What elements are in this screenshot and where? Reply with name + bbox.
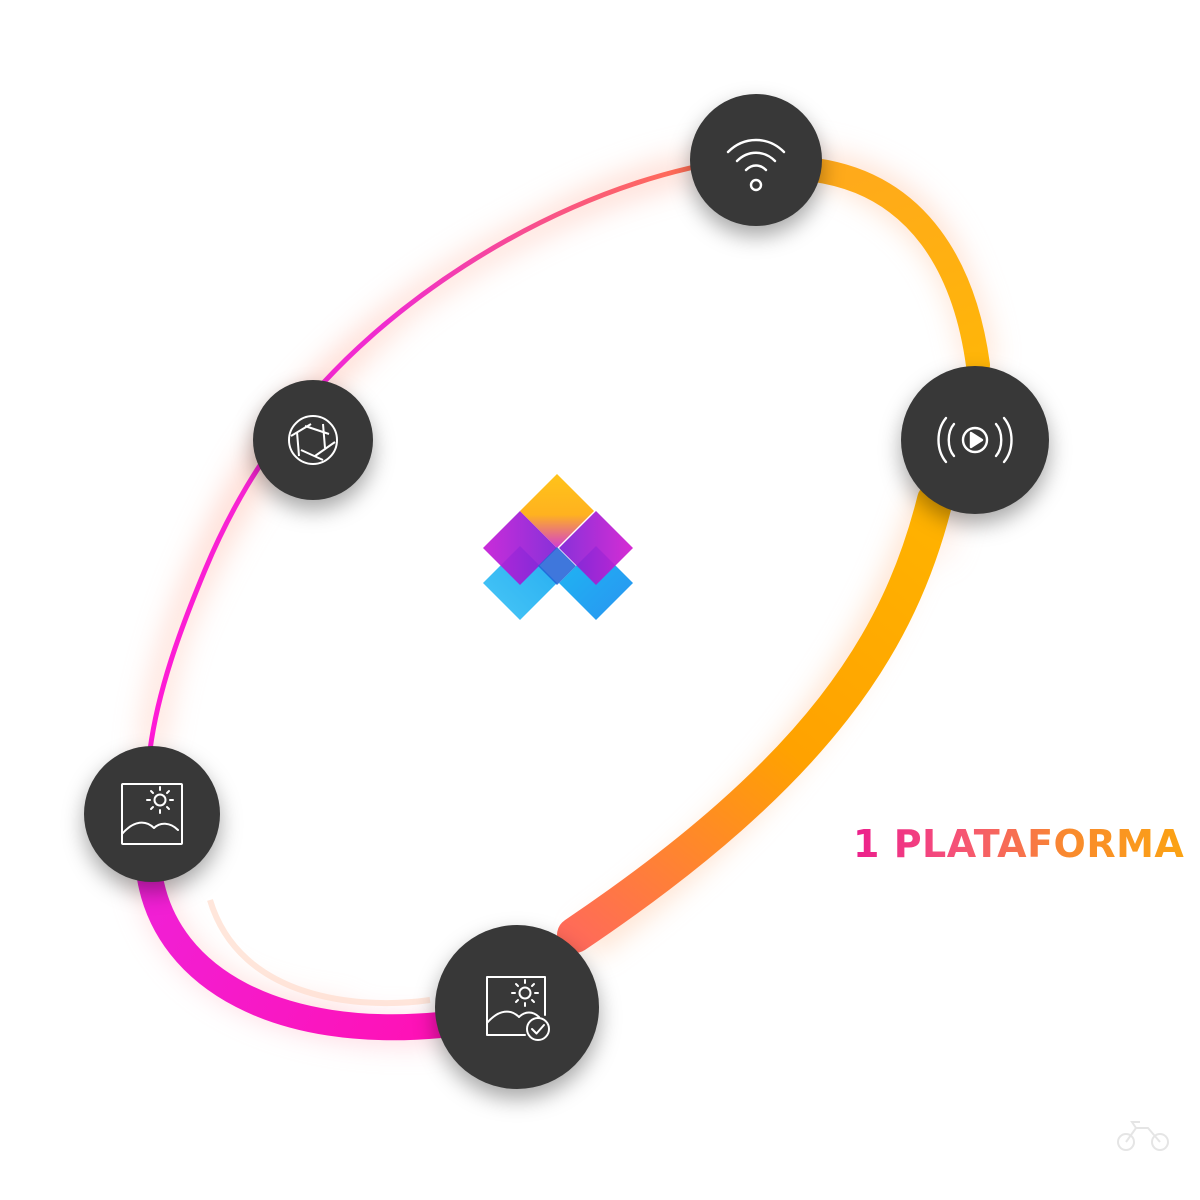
image-sun-icon — [121, 783, 183, 845]
platform-logo-icon — [483, 474, 633, 620]
image-check-node[interactable] — [435, 925, 599, 1089]
motorcycle-icon — [1117, 1121, 1169, 1151]
ring-segment-left — [147, 165, 693, 753]
image-check-icon — [486, 976, 550, 1041]
headline-number: 1 — [853, 822, 880, 866]
aperture-icon — [288, 415, 338, 465]
ring-segment-bottom — [137, 865, 453, 1041]
aperture-node[interactable] — [253, 380, 373, 500]
headline: 1 PLATAFORMA — [853, 822, 1184, 866]
ring-segment-top-right — [803, 158, 990, 377]
wifi-icon — [726, 138, 786, 192]
wifi-node[interactable] — [690, 94, 822, 226]
broadcast-node[interactable] — [901, 366, 1049, 514]
image-sun-node[interactable] — [84, 746, 220, 882]
headline-word: PLATAFORMA — [893, 822, 1185, 866]
ring-segment-right — [557, 482, 953, 953]
broadcast-play-icon — [937, 416, 1013, 464]
